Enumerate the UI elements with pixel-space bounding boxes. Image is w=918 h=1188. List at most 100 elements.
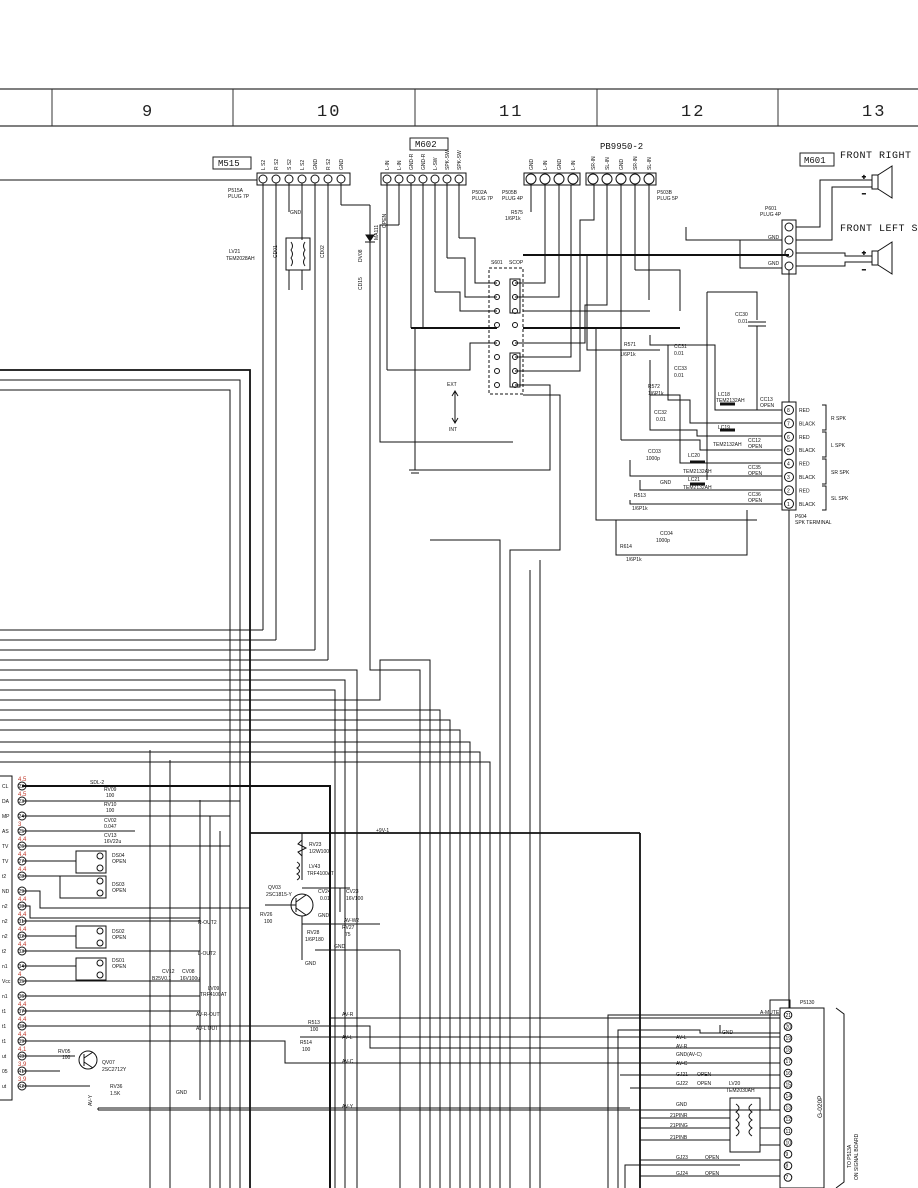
spk-group-sl: SL SPK [831,496,849,502]
p503b-type: PLUG 5P [657,196,679,202]
svg-text:S S2: S S2 [287,159,293,170]
gj23-label: GJ23 [676,1155,688,1161]
ic-pin-label: n1 [2,994,8,1000]
ic-pin-voltage: 3 [18,822,22,828]
lv21-part: TEM2028AH [226,256,255,262]
a-mute-label: A-MUTE [760,1010,780,1016]
lv09-part: TRF4100AT [200,992,227,998]
ic-pin-label: MP [2,814,10,820]
cv02-val: 0.047 [104,824,117,830]
cc13-open: OPEN [760,403,775,409]
r575-label: R575 [511,210,523,216]
lv20-label: LV20 [729,1081,741,1087]
ic-pin-label: t1 [2,1024,6,1030]
ic-pin-label: CL [2,784,9,790]
p505b-type: PLUG 4P [502,196,524,202]
ds01-icon [75,957,107,981]
ic-pin-label: TV [2,859,9,865]
qv03-label: QV03 [268,885,281,891]
p503b-label: P503B [657,190,673,196]
ic-pin-label: Vcc [2,979,11,985]
terminal-pin-4 [784,458,794,469]
p5130-pin-number: 7 [786,1175,789,1181]
p604-label: P604 [795,514,807,520]
ic-pin-label: t2 [2,949,6,955]
cv12-label: CV12 [162,969,175,975]
p21ng-label: 21PING [670,1123,688,1129]
ds04-label: DS04 [112,853,125,859]
av-r-p5130: AV-R [676,1044,688,1050]
svg-text:GND: GND [339,159,345,171]
p5130-pin-19 [783,1033,793,1043]
terminal-number: 6 [787,435,790,441]
dv08-label: DV08 [358,249,364,262]
svg-text:−: − [862,191,866,198]
p5130-bracket [835,1007,845,1188]
av-l-out-label: AV-L OUT [196,1026,218,1032]
grid-col-12: 12 [681,103,705,122]
cc35-label: CC35 [748,465,761,471]
p5130-pin-12 [783,1115,793,1124]
ic-pin-label: n2 [2,919,8,925]
ic-pin-voltage: 4.4 [18,1002,27,1008]
pb-b-pin-row [585,172,657,186]
ic-pin-number: 25 [19,829,25,835]
p515a-type: PLUG 7P [228,194,250,200]
terminal-pin-5 [784,445,794,456]
r575-val: 1/6P1k [505,216,521,222]
bus-lines [0,179,561,1188]
ic-pin-number: 27 [19,859,25,865]
lv43-part: TRF4100AT [307,871,334,877]
ic-pin-number: 37 [19,1009,25,1015]
spk-group-r: R SPK [831,416,847,422]
ic-pin-number: 35 [19,979,25,985]
r514-val: 100 [302,1047,311,1053]
svg-text:SPK-SW: SPK-SW [457,150,463,170]
speaker-wires [796,179,872,267]
qv07-transistor-icon [78,1050,98,1070]
ic-pin-voltage: 4.4 [18,1017,27,1023]
svg-text:GND-R: GND-R [409,153,415,170]
ic-pin-label: DA [2,799,10,805]
cv24-val: 0.01 [320,896,330,902]
p5130-pin-15 [783,1080,793,1089]
ds01-open: OPEN [112,964,127,970]
r513b-label: R513 [308,1020,320,1026]
ds02-icon [75,925,107,949]
p604-type: SPK TERMINAL [795,520,832,526]
ic-pin-voltage: 4.4 [18,867,27,873]
ic-pin-voltage: 4.4 [18,912,27,918]
pb9950-label: PB9950-2 [600,142,643,152]
terminal-number: 7 [787,421,790,427]
svg-text:GND: GND [619,159,625,171]
av-r-out-label: AV-R-OUT [196,1012,220,1018]
rv09-val: 100 [106,793,115,799]
ic-pin-number: 22 [19,784,25,790]
ic-pin-voltage: 4.4 [18,837,27,843]
svg-text:R S2: R S2 [326,159,332,170]
gj22-label: GJ22 [676,1081,688,1087]
ic-pin-voltage: 4.4 [18,927,27,933]
svg-text:L S2: L S2 [300,160,306,170]
cd15-label: CD15 [358,277,364,290]
ic-pin-label: t1 [2,1039,6,1045]
gnd-p5130: GND [722,1030,734,1036]
av-r-label: AV-R [342,1012,354,1018]
spk-group-brackets [822,404,827,511]
cc31-label: CC31 [674,344,687,350]
ic-pin-label: TV [2,844,9,850]
grid-header [0,88,918,127]
ic-pin-number: 28 [19,874,25,880]
m601-box [799,152,835,167]
r513-val: 1/6P1k [632,506,648,512]
m601-label: M601 [804,156,826,166]
terminal-color-label: RED [799,488,810,494]
terminal-number: 2 [787,488,790,494]
rv26-val: 100 [264,919,273,925]
r513-label: R513 [634,493,646,499]
ic-pin-number: 23 [19,799,25,805]
p502a-type: PLUG 7P [472,196,494,202]
p5130-note-to: TO P513A [847,1144,853,1168]
